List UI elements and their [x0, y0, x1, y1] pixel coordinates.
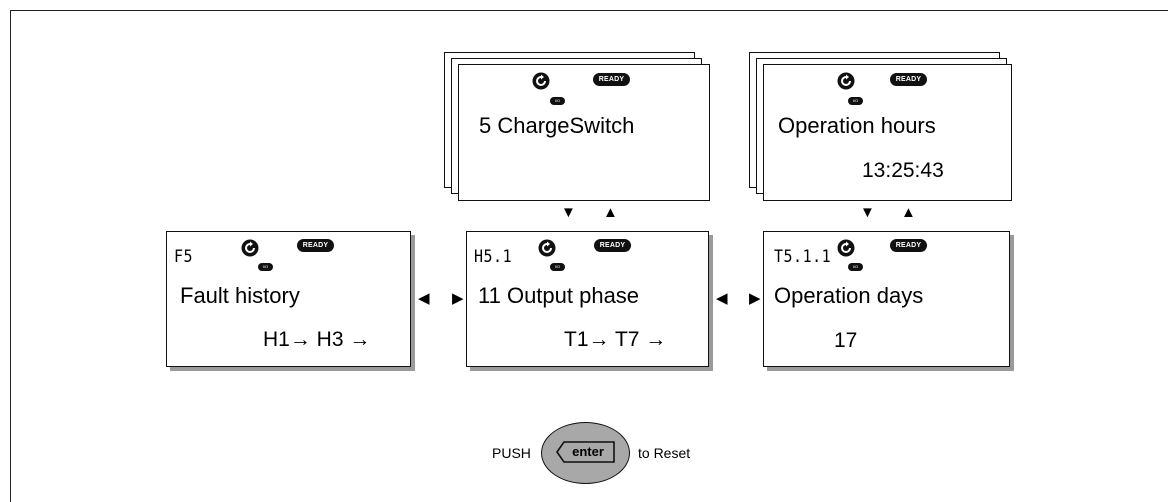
screen-operation-days: T5.1.1 READY I/O Term Operation days 17 — [763, 231, 1010, 367]
ready-badge: READY — [890, 239, 927, 252]
push-label: PUSH — [492, 445, 531, 461]
io-term-badge: I/O Term — [848, 263, 863, 277]
screen-title: 11 Output phase — [478, 283, 640, 308]
keypad-icon — [837, 239, 855, 257]
arrow-down-icon: ▼ — [860, 204, 875, 221]
screen-title: Operation days — [774, 283, 924, 308]
ready-badge: READY — [594, 239, 631, 252]
keypad-icon — [538, 239, 556, 257]
keypad-icon — [241, 239, 259, 257]
ready-badge: READY — [890, 73, 927, 86]
keypad-icon — [837, 72, 855, 90]
ready-badge: READY — [297, 239, 334, 252]
screen-value: 17 — [834, 329, 858, 352]
arrow-left-icon: ◀ — [716, 290, 728, 307]
arrow-left-icon: ◀ — [418, 290, 430, 307]
arrow-up-icon: ▲ — [901, 204, 916, 221]
screen-output-phase: H5.1 READY I/O Term 11 Output phase T1→ … — [466, 231, 709, 367]
io-term-badge: I/O Term — [550, 263, 565, 277]
keypad-icon — [532, 72, 550, 90]
arrow-down-icon: ▼ — [561, 204, 576, 221]
screen-value: 13:25:43 — [862, 159, 944, 182]
nav-text: H1→ H3 → — [263, 328, 371, 351]
enter-key-outline — [556, 441, 615, 463]
screen-fault-history: F5 READY I/O Term Fault history H1→ H3 → — [166, 231, 411, 367]
arrow-right-icon: ▶ — [749, 290, 761, 307]
screen-title: Fault history — [180, 283, 300, 308]
ready-badge: READY — [593, 73, 630, 86]
nav-text: T1→ T7 → — [564, 328, 667, 351]
menu-code: T5.1.1 — [774, 246, 832, 267]
enter-key-label: enter — [572, 444, 604, 459]
enter-key[interactable] — [541, 422, 630, 484]
menu-code: H5.1 — [474, 246, 513, 267]
screen-title: 5 ChargeSwitch — [479, 113, 635, 138]
io-term-badge: I/O Term — [550, 97, 565, 111]
screen-charge-switch: READY I/O Term 5 ChargeSwitch — [458, 64, 710, 201]
arrow-up-icon: ▲ — [603, 204, 618, 221]
menu-code: F5 — [174, 246, 194, 267]
screen-operation-hours: READY I/O Term Operation hours 13:25:43 — [763, 64, 1012, 201]
reset-label: to Reset — [638, 445, 691, 461]
io-term-badge: I/O Term — [848, 97, 863, 111]
diagram-frame — [10, 10, 1168, 502]
io-term-badge: I/O Term — [258, 263, 273, 277]
arrow-right-icon: ▶ — [452, 290, 464, 307]
screen-title: Operation hours — [778, 113, 936, 138]
